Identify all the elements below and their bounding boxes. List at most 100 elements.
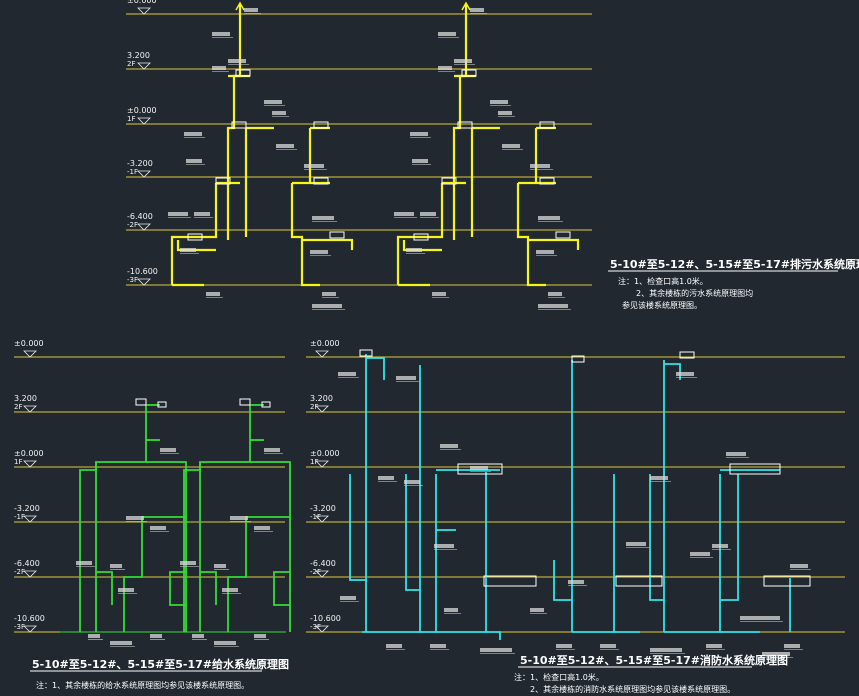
fixture-box bbox=[615, 575, 663, 587]
level-elevation: ±0.000 bbox=[127, 106, 157, 115]
level-elevation: -3.200 bbox=[310, 504, 336, 513]
fixture-box bbox=[239, 398, 251, 406]
annotation-mark bbox=[222, 588, 238, 592]
vent-stack bbox=[452, 4, 468, 240]
annotation-mark bbox=[434, 544, 454, 548]
annotation-mark bbox=[440, 444, 458, 448]
fixture-box bbox=[231, 121, 247, 129]
floor-tag: 2F bbox=[310, 403, 318, 411]
fire-branch bbox=[366, 357, 385, 380]
drain-note-2: 2、其余楼栋的污水系统原理图均 bbox=[636, 288, 753, 298]
branch-pipe bbox=[402, 240, 442, 252]
level-elevation: -10.600 bbox=[127, 267, 158, 276]
floor-tag: -1F bbox=[127, 168, 138, 176]
branch-pipe bbox=[528, 238, 580, 250]
annotation-mark bbox=[470, 8, 484, 12]
fire-note-2: 2、其余楼栋的消防水系统原理图均参见该楼系统原理图。 bbox=[530, 684, 735, 694]
level-marker-icon bbox=[315, 570, 329, 578]
annotation-mark bbox=[480, 648, 512, 652]
fire-water-riser-diagram bbox=[349, 354, 791, 640]
fire-branch bbox=[720, 474, 739, 601]
annotation-mark bbox=[498, 111, 512, 115]
fixture-box bbox=[441, 177, 457, 185]
supply-riser bbox=[250, 461, 291, 632]
fixture-box bbox=[483, 575, 537, 587]
floor-tag: 1F bbox=[310, 458, 318, 466]
pipe-annotation-labels bbox=[76, 8, 811, 658]
level-marker-icon bbox=[315, 515, 329, 523]
annotation-mark bbox=[538, 216, 560, 220]
annotation-mark bbox=[420, 212, 436, 216]
fixture-box bbox=[763, 575, 811, 587]
branch-pipe bbox=[176, 240, 216, 252]
fixture-box bbox=[539, 121, 555, 129]
fixture-box bbox=[135, 398, 147, 406]
fire-diagram-title: 5-10#至5-12#、5-15#至5-17#消防水系统原理图 bbox=[520, 653, 788, 667]
annotation-mark bbox=[76, 561, 92, 565]
level-elevation: 3.200 bbox=[14, 394, 37, 403]
annotation-mark bbox=[556, 644, 572, 648]
annotation-mark bbox=[312, 216, 334, 220]
annotation-mark bbox=[536, 250, 554, 254]
level-marker-icon bbox=[137, 62, 151, 70]
annotation-mark bbox=[444, 608, 458, 612]
fixture-box bbox=[215, 177, 231, 185]
annotation-mark bbox=[394, 212, 414, 216]
annotation-mark bbox=[110, 564, 122, 568]
annotation-mark bbox=[212, 32, 230, 36]
level-marker-icon bbox=[315, 405, 329, 413]
annotation-mark bbox=[192, 634, 204, 638]
supply-riser bbox=[123, 516, 186, 632]
annotation-mark bbox=[650, 476, 668, 480]
supply-branch bbox=[273, 571, 290, 606]
annotation-mark bbox=[340, 596, 356, 600]
fixture-box bbox=[187, 233, 203, 241]
annotation-mark bbox=[88, 634, 100, 638]
drain-stack bbox=[516, 183, 546, 287]
supply-riser bbox=[227, 516, 290, 632]
fire-main bbox=[362, 631, 501, 640]
annotation-mark bbox=[406, 248, 422, 252]
vent-cap-icon bbox=[461, 1, 471, 11]
level-marker-icon bbox=[23, 515, 37, 523]
annotation-mark bbox=[310, 250, 328, 254]
fixture-box bbox=[313, 121, 329, 129]
annotation-mark bbox=[264, 100, 282, 104]
annotation-mark bbox=[126, 516, 144, 520]
supply-branch bbox=[96, 571, 113, 605]
level-elevation: ±0.000 bbox=[14, 339, 44, 348]
floor-tag: -2F bbox=[127, 221, 138, 229]
level-marker-icon bbox=[23, 350, 37, 358]
annotation-mark bbox=[600, 644, 616, 648]
annotation-mark bbox=[784, 644, 800, 648]
drain-stack bbox=[170, 183, 218, 285]
annotation-mark bbox=[186, 159, 202, 163]
fire-branch bbox=[553, 560, 572, 601]
level-marker-icon bbox=[137, 7, 151, 15]
level-marker-icon bbox=[23, 405, 37, 413]
floor-tag: -2F bbox=[310, 568, 321, 576]
annotation-mark bbox=[254, 634, 266, 638]
annotation-mark bbox=[150, 526, 166, 530]
fixture-box bbox=[359, 349, 373, 357]
supply-riser bbox=[79, 462, 97, 632]
annotation-mark bbox=[432, 292, 446, 296]
annotation-mark bbox=[790, 564, 808, 568]
annotation-mark bbox=[438, 66, 452, 70]
fire-branch bbox=[405, 474, 420, 591]
annotation-mark bbox=[404, 480, 420, 484]
annotation-mark bbox=[412, 159, 428, 163]
level-marker-icon bbox=[137, 278, 151, 286]
supply-diagram-title: 5-10#至5-12#、5-15#至5-17#给水系统原理图 bbox=[32, 657, 289, 671]
floor-tag: -3F bbox=[127, 276, 138, 284]
fire-branch bbox=[649, 474, 664, 601]
annotation-mark bbox=[438, 32, 456, 36]
annotation-mark bbox=[626, 542, 646, 546]
drain-diagram-title: 5-10#至5-12#、5-15#至5-17#排污水系统原理图 bbox=[610, 257, 859, 271]
level-marker-icon bbox=[23, 625, 37, 633]
floor-tag: 1F bbox=[127, 115, 135, 123]
supply-riser bbox=[95, 405, 147, 632]
fixture-box bbox=[555, 231, 571, 239]
annotation-mark bbox=[194, 212, 210, 216]
